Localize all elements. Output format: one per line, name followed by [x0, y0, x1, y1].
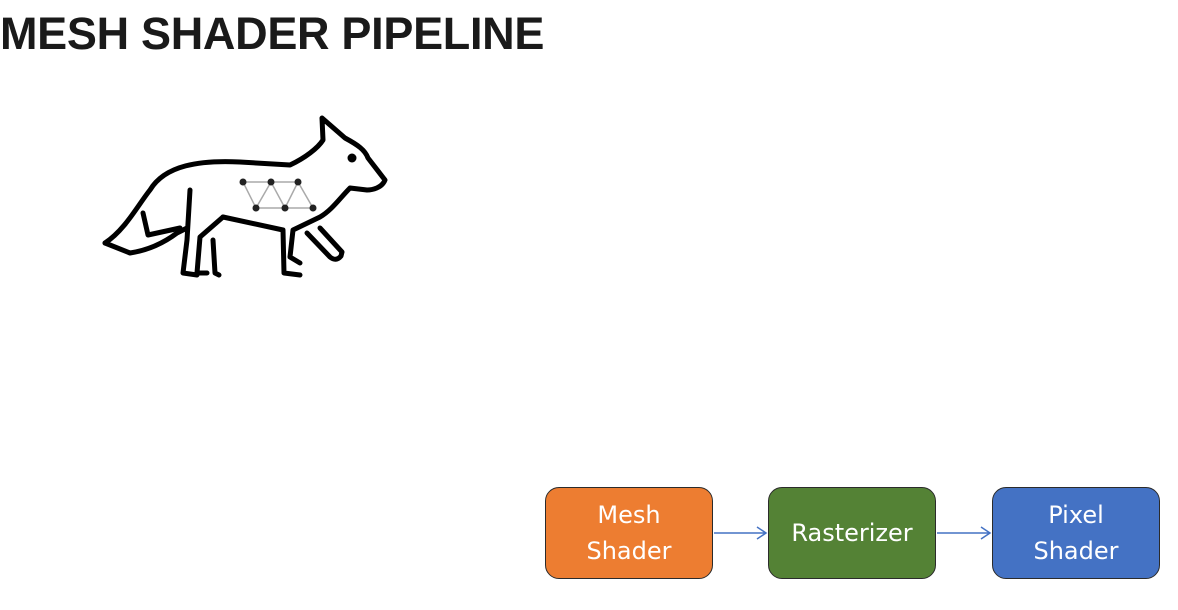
- fox-hind-leg: [194, 214, 226, 276]
- fox-belly-front-leg: [220, 214, 303, 278]
- pixel-shader-label: Pixel Shader: [1033, 501, 1119, 565]
- fox-outline: [102, 115, 388, 266]
- fox-eye: [347, 153, 357, 163]
- fox-tail-inner: [140, 210, 183, 238]
- page-title: MESH SHADER PIPELINE: [0, 8, 545, 59]
- fox-hind-leg-back: [210, 237, 222, 278]
- arrow-mesh-to-rasterizer: [714, 526, 768, 540]
- fox-rear-thigh: [180, 187, 200, 278]
- mesh-shader-stage: Mesh Shader: [545, 487, 713, 579]
- mesh-vertices: [239, 178, 317, 212]
- fox-raised-leg: [304, 225, 345, 262]
- rasterizer-stage: Rasterizer: [768, 487, 936, 579]
- pixel-shader-stage: Pixel Shader: [992, 487, 1160, 579]
- fox-tail-bottom: [102, 225, 190, 256]
- rasterizer-label: Rasterizer: [791, 519, 913, 547]
- mesh-shader-label: Mesh Shader: [586, 501, 672, 565]
- arrow-rasterizer-to-pixel: [937, 526, 992, 540]
